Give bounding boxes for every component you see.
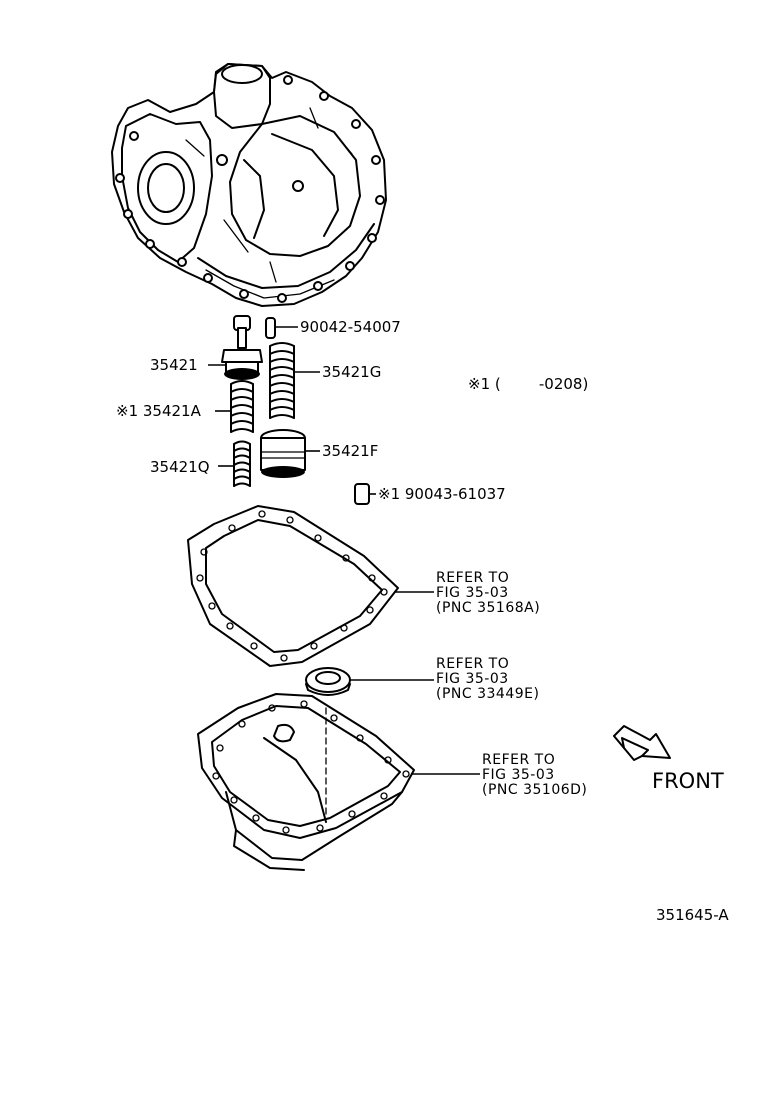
ref-line-1: REFER TO	[482, 752, 555, 768]
label-35421F: 35421F	[322, 442, 378, 460]
accumulator-piston	[221, 315, 263, 380]
ref-line-2: FIG 35-03	[436, 585, 509, 601]
label-35421: 35421	[150, 356, 198, 374]
pin-90042-54007	[265, 317, 276, 339]
front-label: FRONT	[652, 769, 724, 793]
front-arrow-icon	[613, 725, 671, 761]
ref-line-3: (PNC 35106D)	[482, 782, 587, 798]
figure-id: 351645-A	[656, 906, 729, 924]
ref-line-3: (PNC 33449E)	[436, 686, 539, 702]
spring-35421Q	[233, 440, 251, 487]
spring-35421A	[230, 380, 254, 433]
ref-line-2: FIG 35-03	[436, 671, 509, 687]
label-note-1: ※1 ( -0208)	[468, 375, 588, 393]
pin-90043-61037	[354, 483, 370, 505]
label-90042-54007: 90042-54007	[300, 318, 401, 336]
label-35421A: ※1 35421A	[116, 402, 202, 420]
piston-35421F	[260, 429, 306, 478]
transaxle-case	[111, 63, 387, 307]
refer-to-gasket: REFER TO FIG 35-03 (PNC 35168A)	[436, 570, 540, 616]
spring-35421G	[269, 342, 295, 419]
ref-line-1: REFER TO	[436, 570, 509, 586]
refer-to-oil-pan: REFER TO FIG 35-03 (PNC 35106D)	[482, 752, 587, 798]
ref-line-2: FIG 35-03	[482, 767, 555, 783]
refer-to-drain-gasket: REFER TO FIG 35-03 (PNC 33449E)	[436, 656, 539, 702]
drain-plug-gasket	[305, 667, 351, 696]
ref-line-1: REFER TO	[436, 656, 509, 672]
label-35421G: 35421G	[322, 363, 381, 381]
label-35421Q: 35421Q	[150, 458, 210, 476]
oil-pan	[197, 693, 415, 871]
ref-line-3: (PNC 35168A)	[436, 600, 540, 616]
label-90043-61037: ※1 90043-61037	[378, 485, 506, 503]
leader-lines	[208, 326, 480, 775]
oil-pan-gasket	[187, 505, 399, 667]
